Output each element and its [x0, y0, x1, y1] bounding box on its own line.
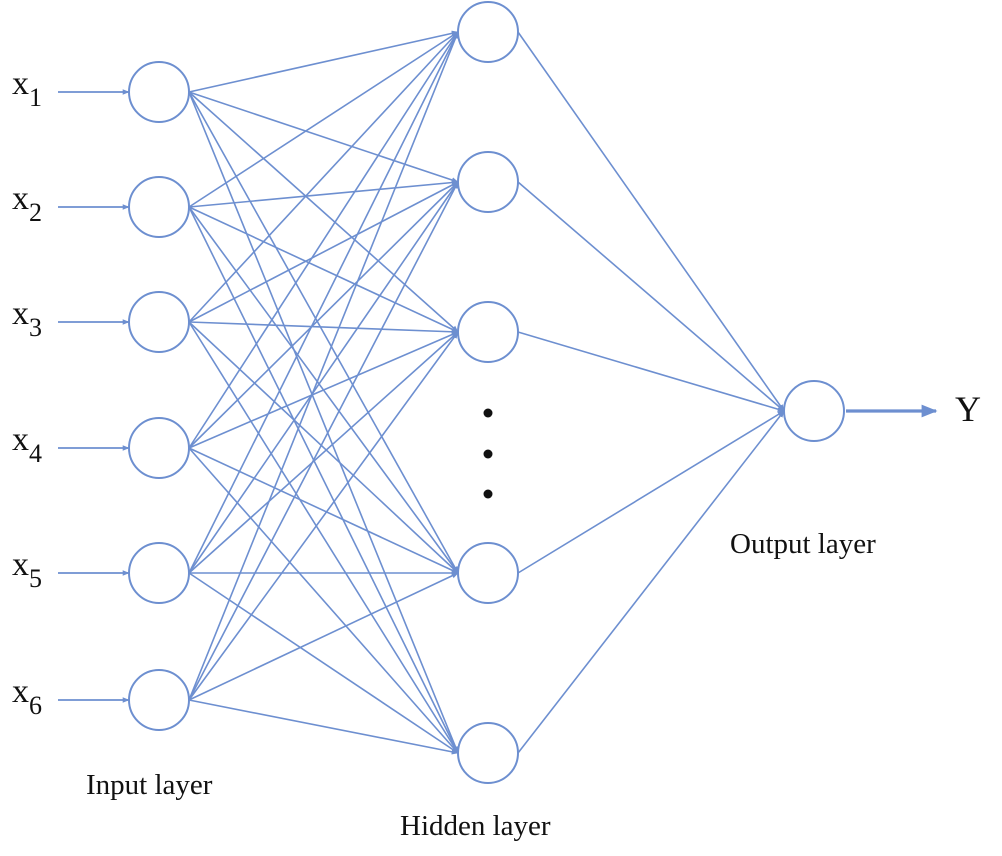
edge-input-4-hidden-3 — [188, 331, 459, 449]
output-variable-label: Y — [955, 389, 981, 429]
input-label-subscript: 1 — [29, 83, 42, 112]
input-label-base: x — [12, 673, 29, 710]
input-label-1: x1 — [12, 65, 42, 112]
output-layer-label: Output layer — [730, 528, 876, 560]
edge-input-2-hidden-5 — [188, 206, 459, 754]
edge-input-5-hidden-5 — [188, 572, 459, 754]
input-node-4 — [128, 417, 190, 479]
edge-input-2-hidden-3 — [188, 206, 459, 333]
edge-input-6-hidden-2 — [188, 181, 459, 701]
ellipsis-dot-3 — [483, 489, 493, 499]
edge-input-1-hidden-3 — [188, 91, 459, 333]
edge-input-3-hidden-3 — [188, 321, 459, 335]
input-label-subscript: 6 — [29, 691, 42, 720]
edge-input-1-hidden-2 — [188, 91, 459, 183]
input-label-2: x2 — [12, 180, 42, 227]
input-label-base: x — [12, 295, 29, 332]
edge-input-4-hidden-1 — [188, 31, 459, 449]
edge-input-6-hidden-4 — [188, 572, 459, 701]
input-label-subscript: 4 — [29, 439, 42, 468]
edge-input-2-hidden-2 — [188, 179, 459, 208]
input-label-base: x — [12, 546, 29, 583]
edge-input-5-hidden-1 — [188, 31, 459, 574]
edge-hidden-2-output — [517, 181, 785, 412]
input-node-6 — [128, 669, 190, 731]
input-node-1 — [128, 61, 190, 123]
input-layer-label: Input layer — [86, 769, 213, 801]
input-node-5 — [128, 542, 190, 604]
edge-input-2-hidden-1 — [188, 31, 459, 208]
edge-hidden-5-output — [517, 410, 785, 754]
edge-input-5-hidden-3 — [188, 331, 459, 574]
hidden-node-5 — [457, 722, 519, 784]
hidden-to-output-connections — [517, 31, 785, 754]
network-nodes — [128, 1, 845, 784]
input-arrows — [58, 89, 130, 703]
edge-input-4-hidden-4 — [188, 447, 459, 574]
input-label-5: x5 — [12, 546, 42, 593]
input-label-subscript: 3 — [29, 313, 42, 342]
input-label-base: x — [12, 180, 29, 217]
edge-input-3-hidden-4 — [188, 321, 459, 574]
edge-input-5-hidden-2 — [188, 181, 459, 574]
input-node-3 — [128, 291, 190, 353]
input-label-6: x6 — [12, 673, 42, 720]
hidden-node-1 — [457, 1, 519, 63]
hidden-node-4 — [457, 542, 519, 604]
input-label-base: x — [12, 421, 29, 458]
edge-input-1-hidden-1 — [188, 30, 459, 93]
edge-input-3-hidden-2 — [188, 181, 459, 323]
edge-input-6-hidden-1 — [188, 31, 459, 701]
edge-input-1-hidden-5 — [188, 91, 459, 754]
input-label-base: x — [12, 65, 29, 102]
edge-hidden-3-output — [517, 331, 785, 412]
edge-hidden-1-output — [517, 31, 785, 412]
hidden-ellipsis — [483, 408, 493, 499]
ellipsis-dot-2 — [483, 449, 493, 459]
hidden-node-2 — [457, 151, 519, 213]
input-label-subscript: 2 — [29, 198, 42, 227]
input-label-4: x4 — [12, 421, 42, 468]
edge-input-1-hidden-4 — [188, 91, 459, 574]
edge-input-3-hidden-1 — [188, 31, 459, 323]
input-node-2 — [128, 176, 190, 238]
edge-input-6-hidden-5 — [188, 699, 459, 755]
edge-hidden-4-output — [517, 410, 785, 574]
output-node — [783, 380, 845, 442]
edge-input-4-hidden-2 — [188, 181, 459, 449]
edge-input-6-hidden-3 — [188, 331, 459, 701]
input-to-hidden-connections — [188, 30, 459, 755]
input-label-subscript: 5 — [29, 564, 42, 593]
edge-input-4-hidden-5 — [188, 447, 459, 754]
hidden-node-3 — [457, 301, 519, 363]
input-label-3: x3 — [12, 295, 42, 342]
ellipsis-dot-1 — [483, 408, 493, 418]
hidden-layer-label: Hidden layer — [400, 810, 551, 842]
edge-input-3-hidden-5 — [188, 321, 459, 754]
